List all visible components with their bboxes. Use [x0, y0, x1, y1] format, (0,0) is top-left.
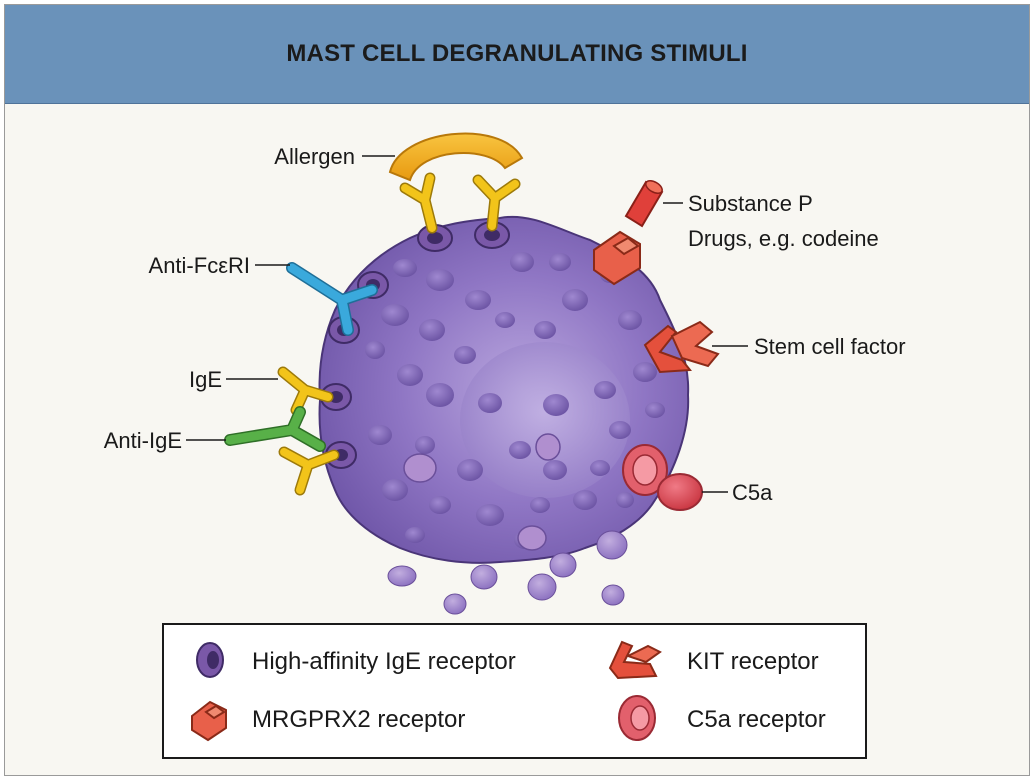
ige-antibody-lower: [278, 446, 340, 496]
legend-label-c5a-receptor: C5a receptor: [687, 706, 826, 733]
anti-fceri-antibody: [286, 262, 378, 336]
substance-p-molecule: [624, 180, 664, 228]
ige-antibody-top-right: [472, 174, 521, 232]
legend-label-mrgprx2-receptor: MRGPRX2 receptor: [252, 706, 465, 733]
ige-antibody-top-left: [399, 172, 438, 234]
mrgprx2-receptor-icon: [191, 700, 227, 742]
kit-receptor-icon: [608, 640, 662, 680]
label-c5a: C5a: [732, 480, 773, 505]
nucleus: [460, 342, 630, 498]
anti-ige-antibody: [224, 406, 326, 452]
label-allergen: Allergen: [274, 144, 355, 169]
label-ige: IgE: [189, 367, 222, 392]
granules: [365, 252, 665, 549]
c5a-receptor: [622, 444, 668, 496]
label-anti-fceri: Anti-FcεRI: [149, 253, 250, 278]
kit-receptor: [643, 320, 720, 374]
mast-cell: [318, 215, 690, 564]
label-stem-cell-factor: Stem cell factor: [754, 334, 906, 359]
figure-title: MAST CELL DEGRANULATING STIMULI: [286, 40, 748, 67]
legend: High-affinity IgE receptor KIT receptor …: [162, 623, 867, 759]
c5a-molecule: [657, 473, 703, 511]
label-drugs: Drugs, e.g. codeine: [688, 226, 879, 251]
label-anti-ige: Anti-IgE: [104, 428, 182, 453]
mrgprx2-receptor: [593, 230, 641, 286]
legend-label-kit-receptor: KIT receptor: [687, 648, 819, 675]
released-granules: [387, 530, 628, 615]
ige-receptor-icon: [196, 642, 224, 678]
leader-lines: [186, 155, 748, 493]
header-bar: [5, 5, 1029, 104]
label-substance-p: Substance P: [688, 191, 813, 216]
allergen-molecule: [388, 132, 524, 182]
c5a-receptor-icon: [618, 695, 656, 741]
legend-label-ige-receptor: High-affinity IgE receptor: [252, 648, 516, 675]
